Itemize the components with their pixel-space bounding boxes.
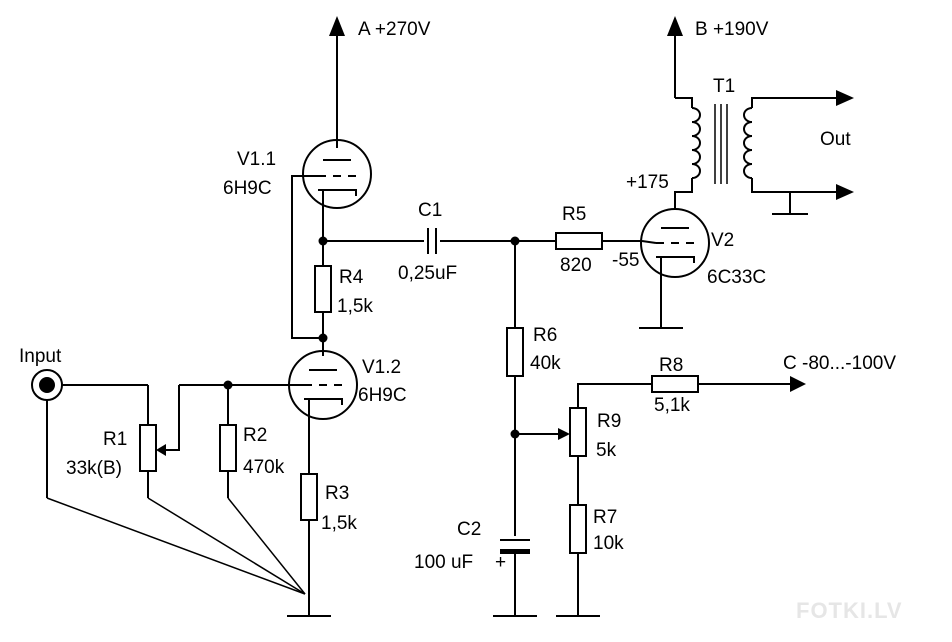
resistor-r8 <box>651 375 699 393</box>
r1-ref: R1 <box>103 429 127 450</box>
c2-polarity: + <box>495 552 506 573</box>
resistor-r3 <box>300 473 318 521</box>
v1-2-ref: V1.2 <box>362 357 401 378</box>
r6-ref: R6 <box>533 325 557 346</box>
r2-value: 470k <box>243 457 285 478</box>
potentiometer-r1 <box>139 424 157 472</box>
out-label: Out <box>820 129 851 150</box>
r9-value: 5k <box>596 440 617 461</box>
r3-ref: R3 <box>325 483 349 504</box>
bias-c-arrow <box>790 376 806 392</box>
grid-voltage: -55 <box>612 250 639 271</box>
r6-value: 40k <box>530 353 561 374</box>
resistor-r7 <box>569 504 587 554</box>
r1-value: 33k(B) <box>66 458 122 479</box>
capacitor-c1 <box>427 228 437 254</box>
r8-value: 5,1k <box>654 395 690 416</box>
v1-2-type: 6H9C <box>358 385 407 406</box>
supply-a-arrow <box>329 16 345 148</box>
transformer-core <box>714 104 728 184</box>
resistor-r2 <box>219 424 237 472</box>
r4-ref: R4 <box>339 267 364 288</box>
r7-value: 10k <box>593 533 624 554</box>
c2-value: 100 uF <box>414 552 473 573</box>
c1-value: 0,25uF <box>398 263 457 284</box>
supply-b-arrow <box>667 16 683 98</box>
c1-ref: C1 <box>418 200 442 221</box>
r5-value: 820 <box>560 255 592 276</box>
watermark: FOTKI.LV <box>796 598 903 623</box>
r5-ref: R5 <box>562 204 586 225</box>
v1-1-type: 6H9C <box>223 178 272 199</box>
t1-ref: T1 <box>713 76 735 97</box>
r7-ref: R7 <box>593 507 617 528</box>
c2-ref: C2 <box>457 519 481 540</box>
bias-c-label: C -80...-100V <box>783 353 896 374</box>
r3-value: 1,5k <box>321 513 357 534</box>
resistor-r6 <box>506 327 524 377</box>
supply-b-label: B +190V <box>695 19 769 40</box>
capacitor-c2 <box>500 539 530 554</box>
v1-1-ref: V1.1 <box>237 149 276 170</box>
out-arrow-bottom <box>836 184 854 200</box>
v2-ref: V2 <box>711 230 734 251</box>
tube-v1-1 <box>302 139 372 209</box>
transformer-primary <box>691 107 701 179</box>
resistor-r4 <box>314 265 332 313</box>
potentiometer-r9 <box>569 407 587 457</box>
tube-v1-2 <box>288 350 358 420</box>
plate-voltage: +175 <box>626 172 669 193</box>
r2-ref: R2 <box>243 425 267 446</box>
input-label: Input <box>19 346 62 367</box>
supply-a-label: A +270V <box>358 19 431 40</box>
r9-ref: R9 <box>597 411 621 432</box>
resistor-r5 <box>555 232 603 250</box>
transformer-secondary <box>743 107 753 179</box>
input-jack <box>31 369 63 498</box>
v2-type: 6C33C <box>707 267 766 288</box>
r8-ref: R8 <box>659 355 683 376</box>
r4-value: 1,5k <box>337 296 373 317</box>
star-ground-wires <box>46 497 306 595</box>
out-arrow-top <box>836 90 854 106</box>
